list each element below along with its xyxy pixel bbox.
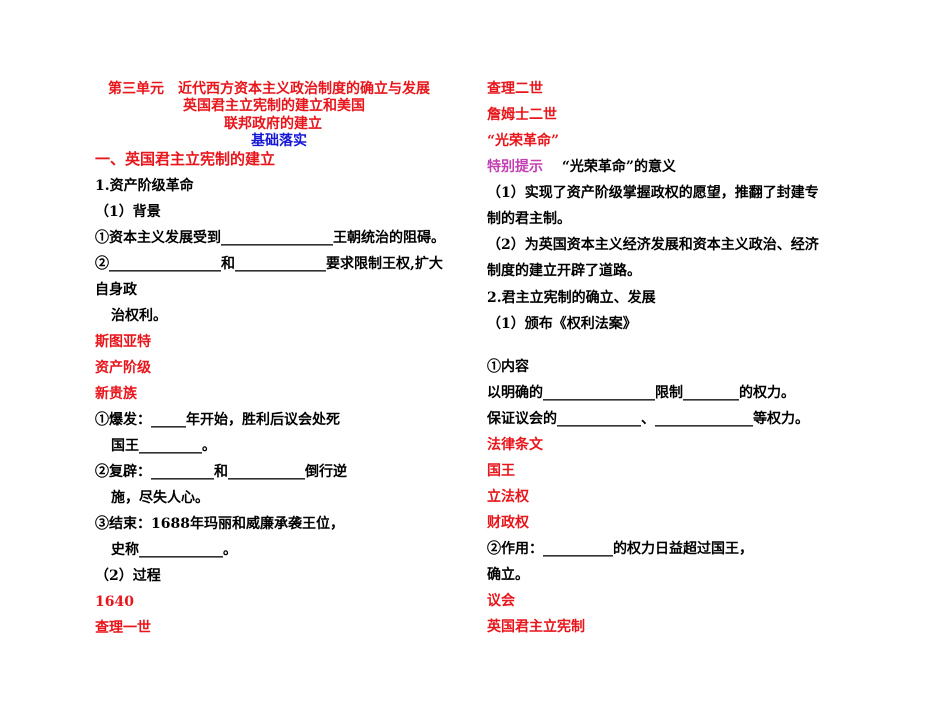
answer-text: 英国君主立宪制 bbox=[487, 619, 585, 635]
tip-line: 特别提示 “光荣革命”的意义 bbox=[487, 157, 676, 177]
answer-text: 查理一世 bbox=[95, 620, 151, 636]
text-line: 治权利。 bbox=[111, 308, 167, 324]
text-line: 以明确的________________限制________的权力。 bbox=[487, 385, 795, 401]
lesson-title-line2: 联邦政府的建立 bbox=[224, 116, 322, 132]
answer-text: 立法权 bbox=[487, 489, 529, 505]
answer-text: 财政权 bbox=[487, 515, 529, 531]
text-line: ①资本主义发展受到________________王朝统治的阻碍。 bbox=[95, 230, 445, 246]
answer-text: 1640 bbox=[95, 594, 134, 610]
text-line: ③结束：1688年玛丽和威廉承袭王位， bbox=[95, 516, 344, 532]
answer-text: 斯图亚特 bbox=[95, 334, 151, 350]
text-line: ②复辟：_________和___________倒行逆 bbox=[95, 464, 347, 480]
answer-text: 议会 bbox=[487, 593, 515, 609]
text-line: 确立。 bbox=[487, 567, 529, 583]
text-line: ①内容 bbox=[487, 359, 529, 375]
tip-text: “光荣革命”的意义 bbox=[561, 159, 676, 175]
text-line: 施，尽失人心。 bbox=[111, 490, 209, 506]
subheading-background: （1）背景 bbox=[95, 204, 161, 220]
text-line: 保证议会的____________、______________等权力。 bbox=[487, 411, 809, 427]
subheading-bill-of-rights: （1）颁布《权利法案》 bbox=[487, 316, 637, 332]
answer-text: 詹姆士二世 bbox=[487, 107, 557, 123]
answer-text: 国王 bbox=[487, 463, 515, 479]
answer-text: 资产阶级 bbox=[95, 360, 151, 376]
item-heading: 1.资产阶级革命 bbox=[95, 178, 194, 194]
section-heading: 一、英国君主立宪制的建立 bbox=[95, 150, 276, 168]
text-line: 制度的建立开辟了道路。 bbox=[487, 263, 641, 279]
item-heading: 2.君主立宪制的确立、发展 bbox=[487, 290, 656, 306]
subheading-process: （2）过程 bbox=[95, 568, 161, 584]
section-subtitle: 基础落实 bbox=[251, 133, 307, 149]
text-line: 国王_________。 bbox=[111, 438, 216, 454]
lesson-title-line1: 英国君主立宪制的建立和美国 bbox=[183, 98, 365, 114]
answer-text: 新贵族 bbox=[95, 386, 137, 402]
text-line: ②作用：__________的权力日益超过国王， bbox=[487, 541, 753, 557]
answer-text: 法律条文 bbox=[487, 437, 543, 453]
text-line: 自身政 bbox=[95, 282, 137, 298]
text-line: ②________________和_____________要求限制王权,扩大 bbox=[95, 256, 443, 272]
answer-text: 查理二世 bbox=[487, 81, 543, 97]
text-line: 史称____________。 bbox=[111, 542, 237, 558]
text-line: 制的君主制。 bbox=[487, 211, 571, 227]
text-line: （1）实现了资产阶级掌握政权的愿望，推翻了封建专 bbox=[487, 185, 819, 201]
text-line: （2）为英国资本主义经济发展和资本主义政治、经济 bbox=[487, 237, 819, 253]
text-line: ①爆发：_____年开始，胜利后议会处死 bbox=[95, 412, 340, 428]
unit-title: 第三单元 近代西方资本主义政治制度的确立与发展 bbox=[108, 81, 430, 97]
tip-label: 特别提示 bbox=[487, 159, 543, 175]
answer-text: “光荣革命” bbox=[487, 133, 560, 149]
